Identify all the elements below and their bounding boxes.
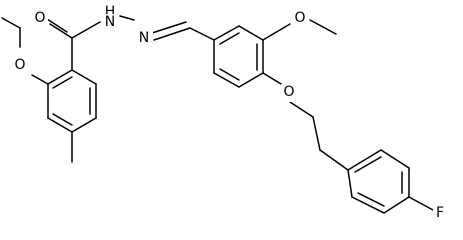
bond (262, 23, 291, 41)
bond (354, 156, 382, 173)
bond (49, 23, 73, 39)
ether-o-label: O (283, 84, 294, 100)
bond (219, 68, 240, 81)
bond (213, 25, 240, 41)
bond (31, 74, 49, 85)
methoxy-o-right-label: O (294, 10, 305, 26)
bond (309, 19, 337, 35)
bond (357, 192, 385, 207)
middle-benzene-ring (189, 25, 264, 88)
left-benzene-ring (47, 69, 97, 133)
bond (312, 116, 321, 151)
bond (289, 101, 314, 118)
bond (238, 72, 264, 88)
fluorine-label: F (436, 205, 444, 221)
bond (47, 117, 73, 133)
bond (1, 17, 21, 29)
bond (408, 196, 434, 211)
bond (47, 69, 73, 85)
bond (319, 149, 349, 171)
bond (151, 21, 187, 34)
bond (189, 27, 215, 41)
bond (71, 21, 101, 39)
hydrazide-h-label: H (105, 4, 116, 20)
hydrazide-n-label: N (105, 14, 115, 30)
bond (71, 69, 97, 85)
molecule-structure: O H N N O O O F (1, 3, 447, 222)
bond (119, 15, 135, 21)
bond (46, 18, 68, 33)
bond (383, 196, 410, 214)
imine-n-label: N (139, 30, 149, 46)
bond (153, 27, 191, 41)
methoxy-right (262, 19, 337, 41)
bond (52, 76, 73, 89)
fluorophenyl-ring (319, 149, 434, 214)
bond (238, 25, 264, 41)
amide-linkage (46, 15, 191, 71)
bond (71, 117, 97, 133)
bond (347, 169, 353, 198)
methoxy-left (1, 17, 49, 85)
bond (219, 32, 240, 45)
bond (347, 149, 382, 171)
carbonyl-oxygen-label: O (34, 10, 45, 26)
methoxy-o-left-label: O (14, 57, 25, 73)
bond (351, 196, 385, 214)
atom-labels: O H N N O O O F (12, 3, 447, 222)
bond (380, 149, 410, 169)
bond (213, 72, 240, 88)
bond (52, 113, 73, 126)
